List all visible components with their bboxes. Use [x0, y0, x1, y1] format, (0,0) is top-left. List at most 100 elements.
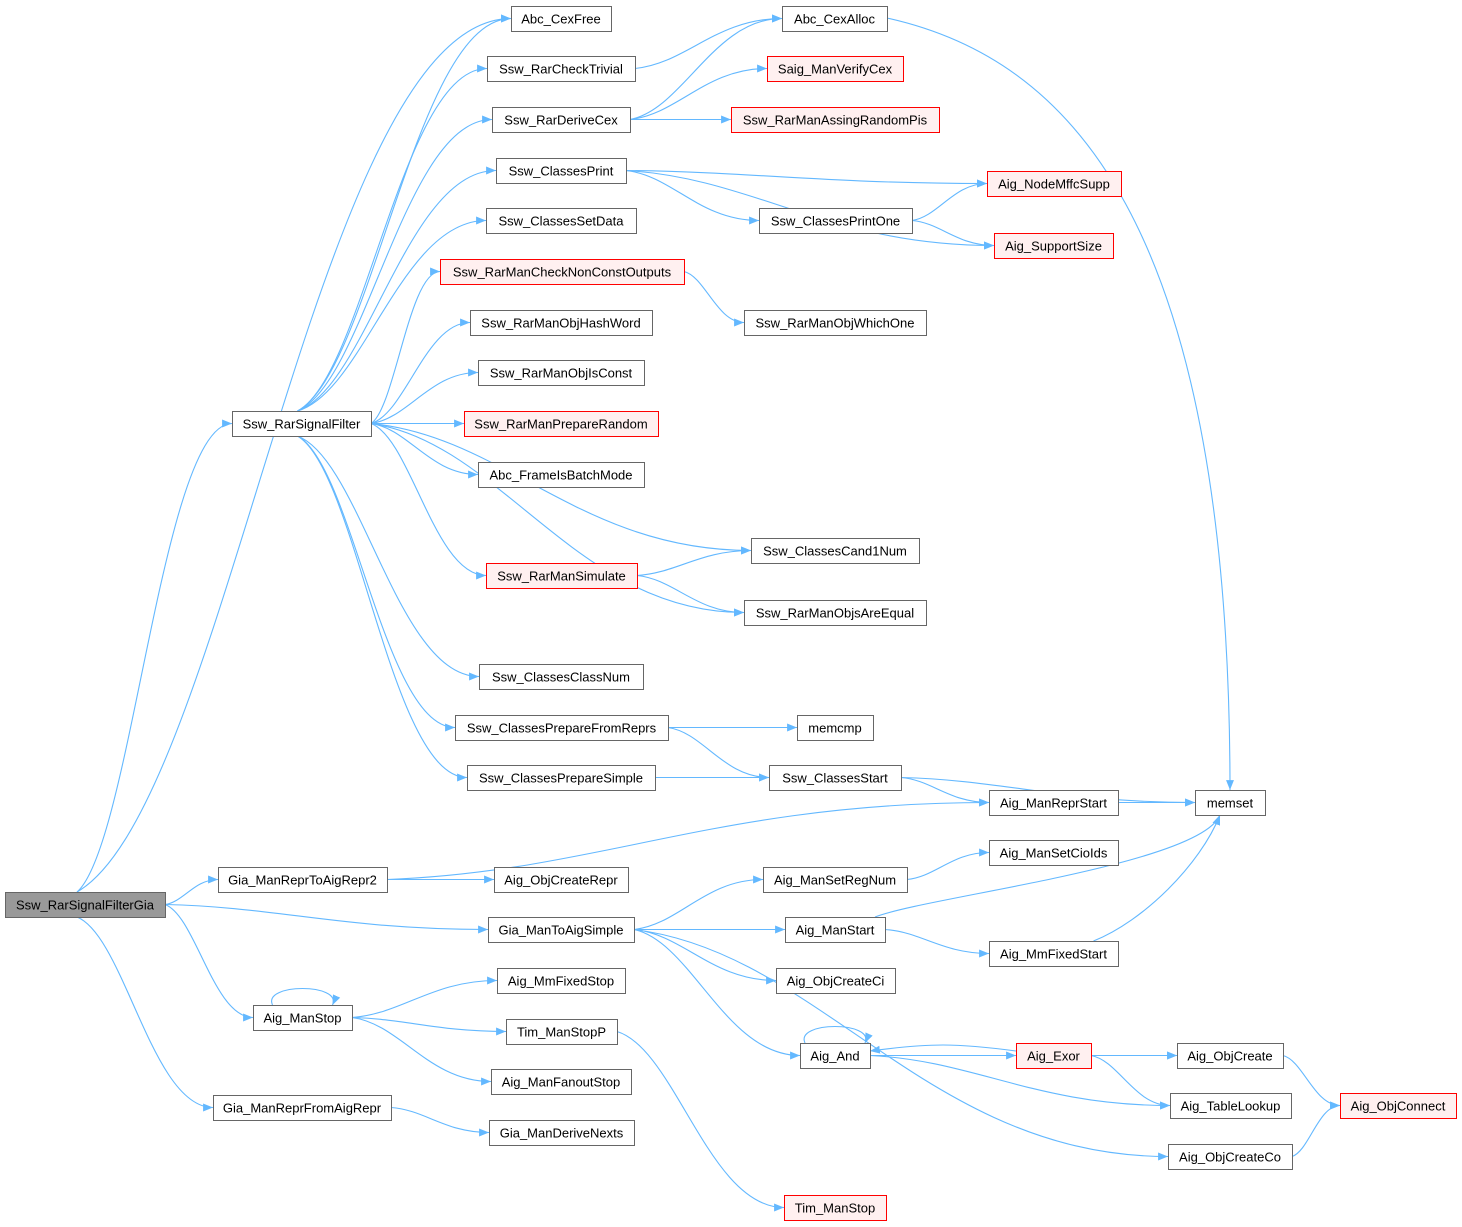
- node-memcmp[interactable]: memcmp: [797, 715, 874, 741]
- node-createci[interactable]: Aig_ObjCreateCi: [776, 968, 896, 994]
- node-label: Aig_And: [810, 1049, 859, 1064]
- node-box: [987, 171, 1122, 197]
- node-simulate[interactable]: Ssw_RarManSimulate: [486, 563, 638, 589]
- edge-printone-to-suppsize: [911, 219, 995, 250]
- node-box: [511, 6, 612, 32]
- node-box: [232, 411, 372, 437]
- edge-createco-to-connect: [1291, 1101, 1341, 1158]
- node-reprfrom[interactable]: Gia_ManReprFromAigRepr: [213, 1095, 392, 1121]
- edge-mmstart-to-memset: [1093, 814, 1221, 942]
- node-mffc[interactable]: Aig_NodeMffcSupp: [987, 171, 1122, 197]
- node-label: Ssw_ClassesStart: [782, 771, 888, 786]
- node-box: [989, 941, 1119, 967]
- node-exor[interactable]: Aig_Exor: [1016, 1043, 1092, 1069]
- node-toaig[interactable]: Gia_ManToAigSimple: [488, 917, 635, 943]
- node-box: [494, 867, 629, 893]
- node-box: [776, 968, 896, 994]
- node-reprstart[interactable]: Aig_ManReprStart: [989, 790, 1119, 816]
- node-printone[interactable]: Ssw_ClassesPrintOne: [759, 208, 913, 234]
- node-box: [218, 867, 388, 893]
- node-box: [785, 917, 886, 943]
- node-box: [492, 107, 631, 133]
- node-verify[interactable]: Saig_ManVerifyCex: [767, 56, 904, 82]
- edge-sigfilter-to-isconst: [370, 368, 479, 425]
- node-box: [253, 1005, 353, 1031]
- node-isconst[interactable]: Ssw_RarManObjIsConst: [478, 360, 645, 386]
- node-label: memcmp: [808, 721, 861, 736]
- node-label: Aig_ManFanoutStop: [502, 1075, 621, 1090]
- node-derive[interactable]: Ssw_RarDeriveCex: [492, 107, 631, 133]
- node-psimple[interactable]: Ssw_ClassesPrepareSimple: [467, 765, 656, 791]
- node-label: Tim_ManStopP: [517, 1025, 606, 1040]
- node-box: [759, 208, 913, 234]
- node-label: Aig_ManSetCioIds: [1000, 846, 1108, 861]
- node-memset[interactable]: memset: [1195, 790, 1266, 816]
- node-mmstop[interactable]: Aig_MmFixedStop: [497, 968, 626, 994]
- node-box: [464, 411, 659, 437]
- node-fanstop[interactable]: Aig_ManFanoutStop: [491, 1069, 632, 1095]
- node-crepr[interactable]: Aig_ObjCreateRepr: [494, 867, 629, 893]
- edge-and-to-and: [803, 1025, 873, 1044]
- node-cand1[interactable]: Ssw_ClassesCand1Num: [751, 538, 920, 564]
- node-box: [478, 462, 645, 488]
- edge-printone-to-mffc: [911, 179, 988, 222]
- node-box: [491, 1069, 632, 1095]
- node-box: [486, 563, 638, 589]
- node-timstop[interactable]: Tim_ManStop: [784, 1195, 887, 1221]
- edge-sigfilter-to-derive: [297, 115, 493, 412]
- node-sigfilter[interactable]: Ssw_RarSignalFilter: [232, 411, 372, 437]
- node-hashword[interactable]: Ssw_RarManObjHashWord: [470, 310, 653, 336]
- node-whichone[interactable]: Ssw_RarManObjWhichOne: [744, 310, 927, 336]
- node-box: [489, 1120, 635, 1146]
- node-manstart[interactable]: Aig_ManStart: [785, 917, 886, 943]
- node-box: [496, 158, 627, 184]
- node-cioids[interactable]: Aig_ManSetCioIds: [989, 840, 1119, 866]
- node-box: [731, 107, 940, 133]
- node-batch[interactable]: Abc_FrameIsBatchMode: [478, 462, 645, 488]
- node-repr2[interactable]: Gia_ManReprToAigRepr2: [218, 867, 388, 893]
- node-manstop[interactable]: Aig_ManStop: [253, 1005, 353, 1031]
- node-objseq[interactable]: Ssw_RarManObjsAreEqual: [744, 600, 927, 626]
- node-box: [440, 259, 685, 285]
- node-cexalloc[interactable]: Abc_CexAlloc: [782, 6, 888, 32]
- node-label: Ssw_RarManPrepareRandom: [474, 417, 647, 432]
- edge-root-to-cexfree: [76, 14, 512, 893]
- node-label: Ssw_ClassesCand1Num: [763, 544, 907, 559]
- node-suppsize[interactable]: Aig_SupportSize: [994, 233, 1114, 259]
- node-setdata[interactable]: Ssw_ClassesSetData: [486, 208, 637, 234]
- node-setreg[interactable]: Aig_ManSetRegNum: [763, 867, 908, 893]
- node-box: [488, 917, 635, 943]
- edge-sigfilter-to-clprint: [297, 166, 497, 412]
- edge-derive-to-verify: [629, 64, 768, 121]
- node-pfr[interactable]: Ssw_ClassesPrepareFromReprs: [455, 715, 669, 741]
- node-box: [1340, 1093, 1457, 1119]
- node-clstart[interactable]: Ssw_ClassesStart: [769, 765, 902, 791]
- node-classnum[interactable]: Ssw_ClassesClassNum: [479, 664, 644, 690]
- node-box: [751, 538, 920, 564]
- node-label: Ssw_RarManObjHashWord: [481, 316, 640, 331]
- node-clprint[interactable]: Ssw_ClassesPrint: [496, 158, 627, 184]
- node-tablelookup[interactable]: Aig_TableLookup: [1170, 1093, 1292, 1119]
- node-cexfree[interactable]: Abc_CexFree: [511, 6, 612, 32]
- node-nexts[interactable]: Gia_ManDeriveNexts: [489, 1120, 635, 1146]
- node-and[interactable]: Aig_And: [800, 1043, 871, 1069]
- node-label: Ssw_RarManObjsAreEqual: [756, 606, 914, 621]
- node-label: Gia_ManReprFromAigRepr: [223, 1101, 382, 1116]
- node-nonconst[interactable]: Ssw_RarManCheckNonConstOutputs: [440, 259, 685, 285]
- node-prand[interactable]: Ssw_RarManPrepareRandom: [464, 411, 659, 437]
- node-mmstart[interactable]: Aig_MmFixedStart: [989, 941, 1119, 967]
- node-box: [763, 867, 908, 893]
- node-chktriv[interactable]: Ssw_RarCheckTrivial: [487, 56, 636, 82]
- node-objcreate[interactable]: Aig_ObjCreate: [1177, 1043, 1284, 1069]
- node-label: Ssw_ClassesPrint: [509, 164, 614, 179]
- edge-manstop-to-manstop: [271, 987, 341, 1006]
- node-box: [989, 790, 1119, 816]
- node-timstopp[interactable]: Tim_ManStopP: [506, 1019, 618, 1045]
- node-assing[interactable]: Ssw_RarManAssingRandomPis: [731, 107, 940, 133]
- edge-sigfilter-to-nonconst: [370, 267, 441, 424]
- node-createco[interactable]: Aig_ObjCreateCo: [1168, 1144, 1293, 1170]
- node-connect[interactable]: Aig_ObjConnect: [1340, 1093, 1457, 1119]
- node-root[interactable]: Ssw_RarSignalFilterGia: [5, 892, 166, 918]
